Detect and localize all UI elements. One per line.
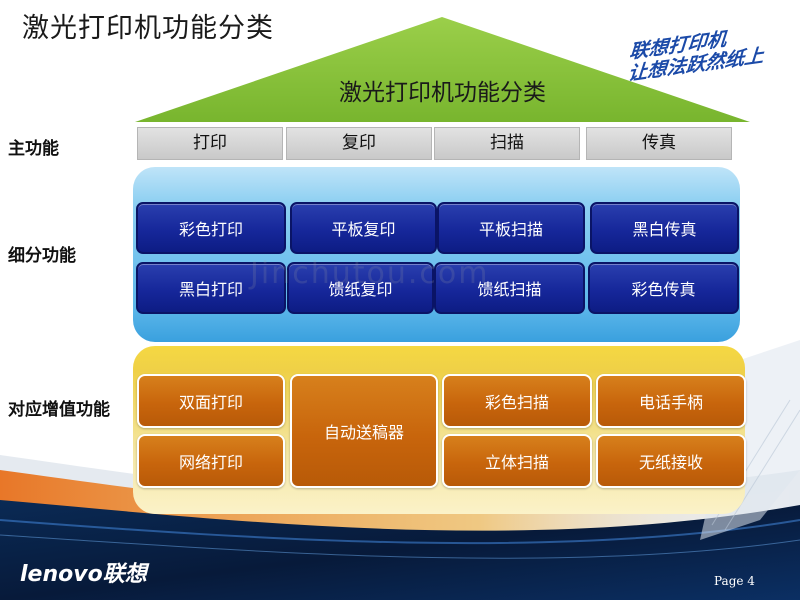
- row-label-sub: 细分功能: [8, 246, 76, 266]
- sub-function-color-fax: 彩色传真: [588, 262, 739, 314]
- page-number: Page 4: [714, 574, 755, 588]
- addon-auto-feeder: 自动送稿器: [290, 374, 438, 488]
- addon-duplex-print: 双面打印: [137, 374, 285, 428]
- sub-function-flatbed-copy: 平板复印: [290, 202, 437, 254]
- row-label-main: 主功能: [8, 139, 59, 159]
- sub-function-mono-print: 黑白打印: [136, 262, 286, 314]
- lenovo-logo: lenovo联想: [20, 562, 147, 587]
- sub-function-feed-scan: 馈纸扫描: [434, 262, 585, 314]
- addon-phone-handset: 电话手柄: [596, 374, 746, 428]
- sub-function-panel: [133, 167, 740, 342]
- addon-stereo-scan: 立体扫描: [442, 434, 592, 488]
- addon-network-print: 网络打印: [137, 434, 285, 488]
- page-title: 激光打印机功能分类: [22, 13, 274, 44]
- addon-function-panel: [133, 346, 745, 514]
- sub-function-feed-copy: 馈纸复印: [287, 262, 434, 314]
- addon-paperless-receive: 无纸接收: [596, 434, 746, 488]
- sub-function-flatbed-scan: 平板扫描: [437, 202, 585, 254]
- main-function-scan: 扫描: [434, 127, 580, 160]
- main-function-print: 打印: [137, 127, 283, 160]
- main-function-fax: 传真: [586, 127, 732, 160]
- watermark: Jinchutou.com: [250, 256, 490, 291]
- roof-label: 激光打印机功能分类: [339, 80, 546, 106]
- addon-color-scan: 彩色扫描: [442, 374, 592, 428]
- main-function-copy: 复印: [286, 127, 432, 160]
- roof-triangle: [135, 17, 750, 122]
- sub-function-mono-fax: 黑白传真: [590, 202, 739, 254]
- sub-function-color-print: 彩色打印: [136, 202, 286, 254]
- row-label-addon: 对应增值功能: [8, 400, 110, 420]
